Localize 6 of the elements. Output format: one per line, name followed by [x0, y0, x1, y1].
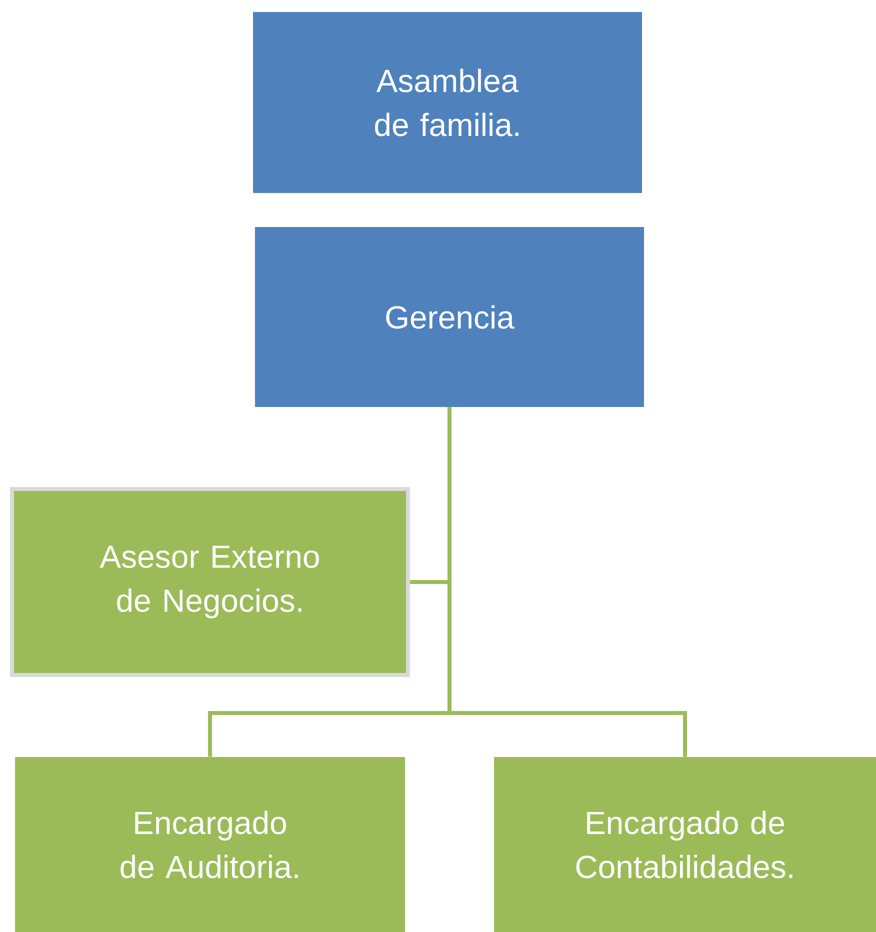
- org-box: Gerencia: [255, 227, 644, 407]
- org-box: Encargado de Auditoria.: [15, 757, 405, 932]
- org-box: Encargado de Contabilidades.: [494, 757, 876, 932]
- org-box: Asamblea de familia.: [253, 12, 642, 193]
- connector-line: [448, 407, 687, 757]
- org-box: Asesor Externo de Negocios.: [10, 487, 410, 677]
